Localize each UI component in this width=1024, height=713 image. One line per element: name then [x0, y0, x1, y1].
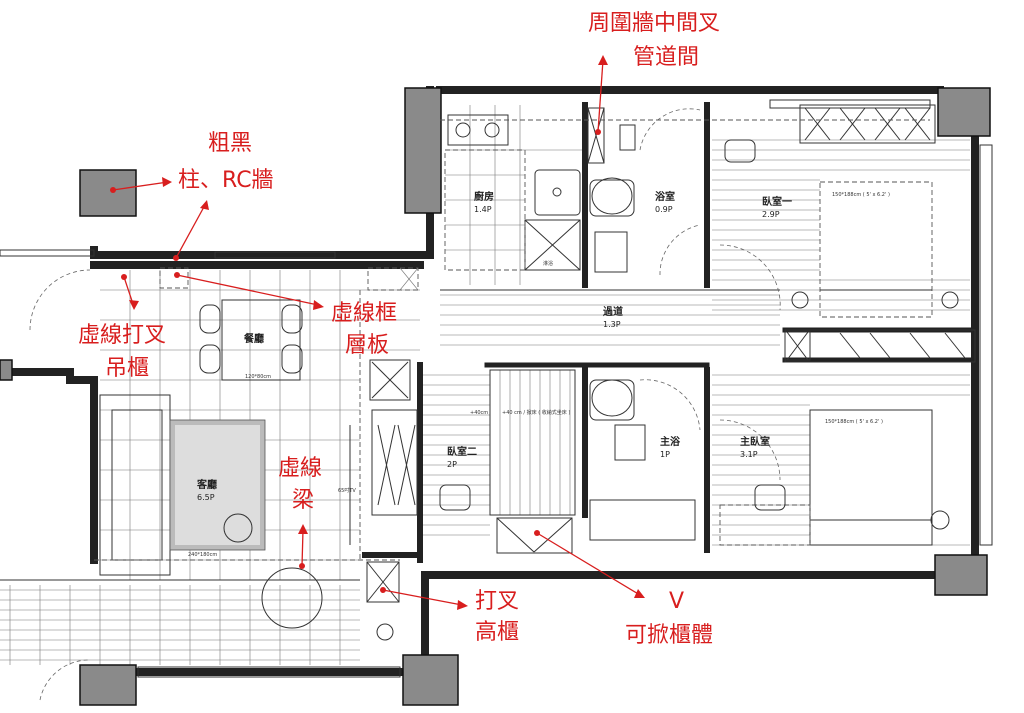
bedroom1-area: 2.9P	[762, 210, 780, 219]
kitchen-area: 1.4P	[474, 205, 492, 214]
annotation-shelf-line2: 層板	[345, 333, 389, 358]
column-nw	[79, 169, 137, 217]
dining-furniture	[159, 267, 419, 381]
wardrobe-row	[784, 329, 976, 363]
annotation-column-line2: 柱、RC牆	[178, 168, 274, 193]
bed-master-size: 150*188cm ( 5' x 6.2' )	[825, 419, 883, 425]
room-labels: 廚房 1.4P 浴室 0.9P 臥室一 2.9P 過道 1.3P 餐廳 120*…	[188, 190, 890, 558]
living-furniture	[29, 269, 351, 701]
master-bath-name: 主浴	[660, 435, 681, 448]
kitchen-name: 廚房	[474, 190, 494, 203]
annotation-beam-line2: 梁	[292, 488, 314, 513]
bath-fixtures	[589, 108, 701, 276]
column-s	[402, 654, 459, 706]
living-name: 客廳	[196, 478, 217, 491]
bedroom1-name: 臥室一	[762, 195, 792, 208]
bedroom2-furniture	[369, 359, 576, 554]
annotation-hanging-line1: 虛線打叉	[78, 323, 166, 348]
bedroom2-area: 2P	[447, 460, 457, 469]
master-bath-area: 1P	[660, 450, 670, 459]
tall-cabinet	[366, 561, 400, 641]
bedroom1-furniture	[719, 104, 959, 318]
rug-size: 240*180cm	[188, 552, 217, 558]
annotation-column-line1: 粗黑	[208, 131, 252, 156]
bath-name: 浴室	[655, 190, 675, 203]
bath-area: 0.9P	[655, 205, 673, 214]
annotation-liftable-line1: V	[669, 589, 684, 614]
annotation-beam-line1: 虛線	[278, 456, 322, 481]
annotation-pipe-line2: 管道間	[633, 45, 699, 70]
living-area: 6.5P	[197, 493, 215, 502]
desk-note: +40 cm / 掀床 ( 收納式坐床 )	[502, 409, 570, 416]
tv-label: 65吋TV	[338, 487, 356, 494]
annotation-tall-line2: 高櫃	[475, 620, 519, 645]
master-bath-fixtures	[589, 379, 701, 541]
platform-planks	[499, 370, 571, 515]
desk-height: +40cm	[470, 410, 488, 416]
dining-name: 餐廳	[243, 332, 264, 345]
dining-table-size: 120*80cm	[245, 374, 271, 380]
hallway-name: 過道	[602, 305, 623, 318]
bedroom2-name: 臥室二	[447, 445, 477, 458]
column-ne	[937, 87, 991, 137]
bed1-size: 150*188cm ( 5' x 6.2' )	[832, 192, 890, 198]
beam-lines	[94, 119, 930, 561]
windows	[0, 99, 993, 678]
annotation-hanging-line2: 吊櫃	[105, 356, 149, 381]
kitchen-fixtures: 淋浴	[444, 114, 581, 271]
column-se	[934, 554, 988, 596]
svg-text:淋浴: 淋浴	[543, 260, 553, 267]
hallway-area: 1.3P	[603, 320, 621, 329]
annotation-tall-line1: 打叉	[475, 589, 519, 614]
master-bedroom-area: 3.1P	[740, 450, 758, 459]
wood-floor-bedroom1	[712, 139, 970, 311]
master-bedroom-furniture	[719, 409, 950, 546]
pipe-shaft	[587, 107, 605, 164]
annotation-texts: 粗黑 柱、RC牆 周圍牆中間叉 管道間 虛線打叉 吊櫃 虛線框 層板 虛線 梁 …	[78, 11, 720, 648]
annotation-liftable-line2: 可掀櫃體	[625, 623, 713, 648]
annotation-arrows	[110, 55, 645, 610]
columns	[0, 87, 991, 706]
master-bedroom-name: 主臥室	[740, 435, 770, 448]
column-n	[404, 87, 442, 214]
wood-floor-master	[712, 374, 970, 546]
annotation-pipe-line1: 周圍牆中間叉	[588, 11, 720, 36]
annotation-shelf-line1: 虛線框	[331, 301, 397, 326]
balcony-deck	[0, 585, 360, 665]
wood-floor-hallway	[420, 294, 780, 536]
tile-grid-kitchen	[445, 105, 585, 285]
walls	[0, 86, 979, 676]
column-w	[0, 359, 13, 381]
column-sw	[79, 664, 137, 706]
